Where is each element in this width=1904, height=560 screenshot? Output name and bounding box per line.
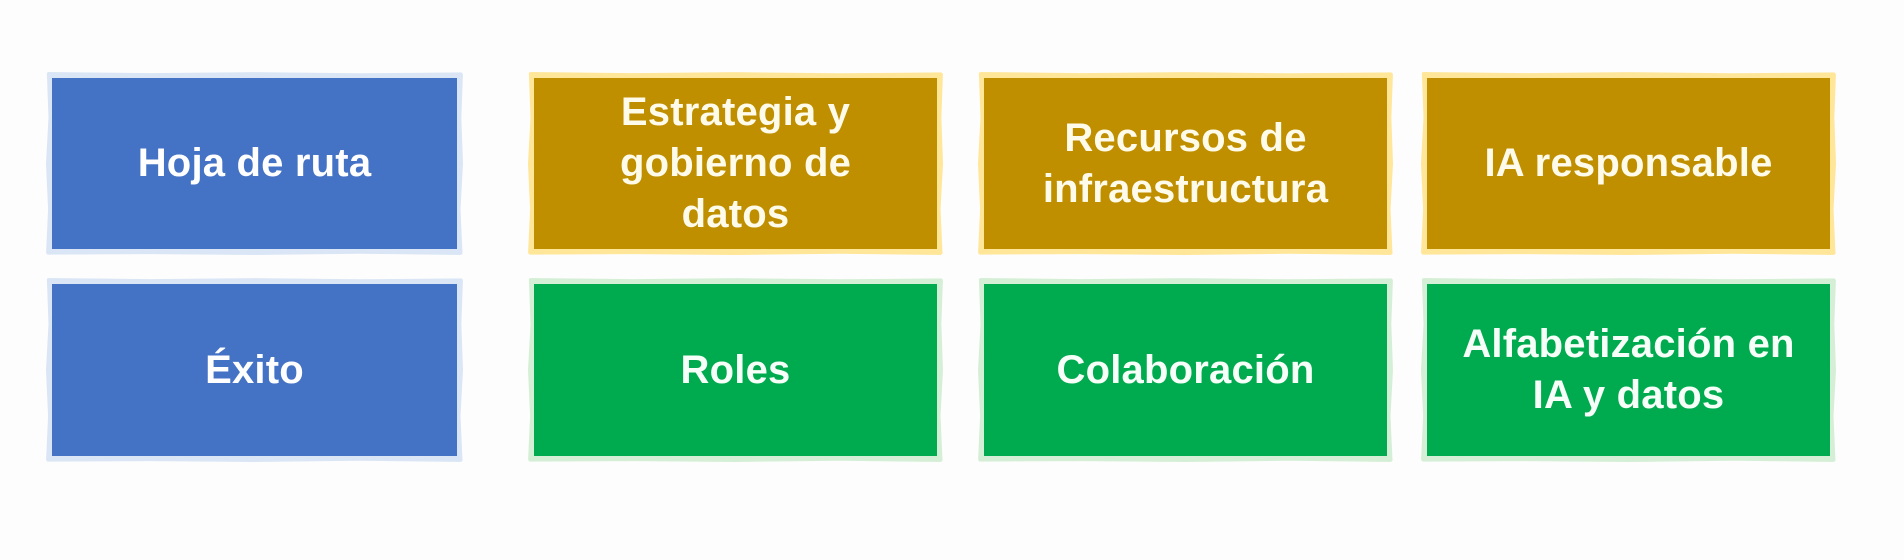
tile-hoja-de-ruta: Hoja de ruta bbox=[46, 72, 463, 255]
tile-label: Estrategia y gobierno de datos bbox=[619, 90, 852, 236]
tile-label: Hoja de ruta bbox=[137, 141, 372, 185]
tile-label: Colaboración bbox=[1056, 347, 1315, 392]
tile-colaboracion: Colaboración bbox=[978, 278, 1393, 462]
tile-alfabetizacion-ia-datos: Alfabetización en IA y datos bbox=[1421, 278, 1836, 462]
tile-label: Roles bbox=[680, 347, 791, 392]
tile-exito: Éxito bbox=[46, 278, 463, 462]
tile-estrategia-gobierno-datos: Estrategia y gobierno de datos bbox=[528, 72, 943, 255]
tile-label: Alfabetización en IA y datos bbox=[1462, 322, 1795, 417]
tile-label: Éxito bbox=[205, 347, 304, 392]
tile-roles: Roles bbox=[528, 278, 943, 462]
tile-recursos-infraestructura: Recursos de infraestructura bbox=[978, 72, 1393, 255]
tile-label: Recursos de infraestructura bbox=[1042, 115, 1329, 211]
tile-ia-responsable: IA responsable bbox=[1421, 72, 1836, 255]
tile-label: IA responsable bbox=[1484, 141, 1773, 185]
